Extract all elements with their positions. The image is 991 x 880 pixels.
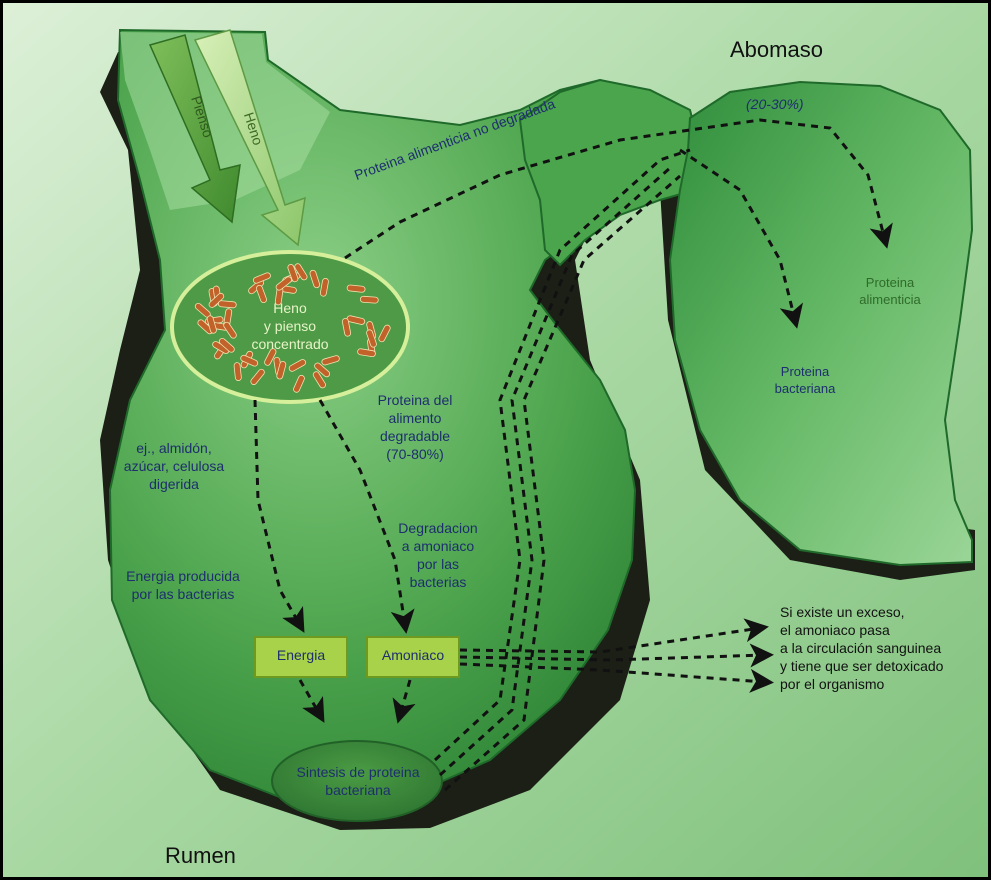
label-abomaso-protein-bacterial: Proteina bacteriana <box>760 364 850 397</box>
bacterium <box>360 296 378 303</box>
rumen-title: Rumen <box>165 842 236 870</box>
label-ammonia-box: Amoniaco <box>367 647 459 665</box>
label-feed-oval: Heno y pienso concentrado <box>232 300 348 354</box>
label-carbs-example: ej., almidón, azúcar, celulosa digerida <box>104 440 244 494</box>
label-energy-box: Energia <box>255 647 347 665</box>
label-energy-by-bacteria: Energia producida por las bacterias <box>108 568 258 604</box>
label-percent-20-30: (20-30%) <box>746 96 804 114</box>
label-synthesis: Sintesis de proteina bacteriana <box>278 764 438 800</box>
label-degradation-ammonia: Degradacion a amoniaco por las bacterias <box>388 520 488 592</box>
label-degradable-protein: Proteina del alimento degradable (70-80%… <box>360 392 470 464</box>
label-excess-note: Si existe un exceso, el amoniaco pasa a … <box>780 604 943 694</box>
abomaso-title: Abomaso <box>730 36 823 64</box>
label-abomaso-protein-feed: Proteina alimenticia <box>845 275 935 308</box>
